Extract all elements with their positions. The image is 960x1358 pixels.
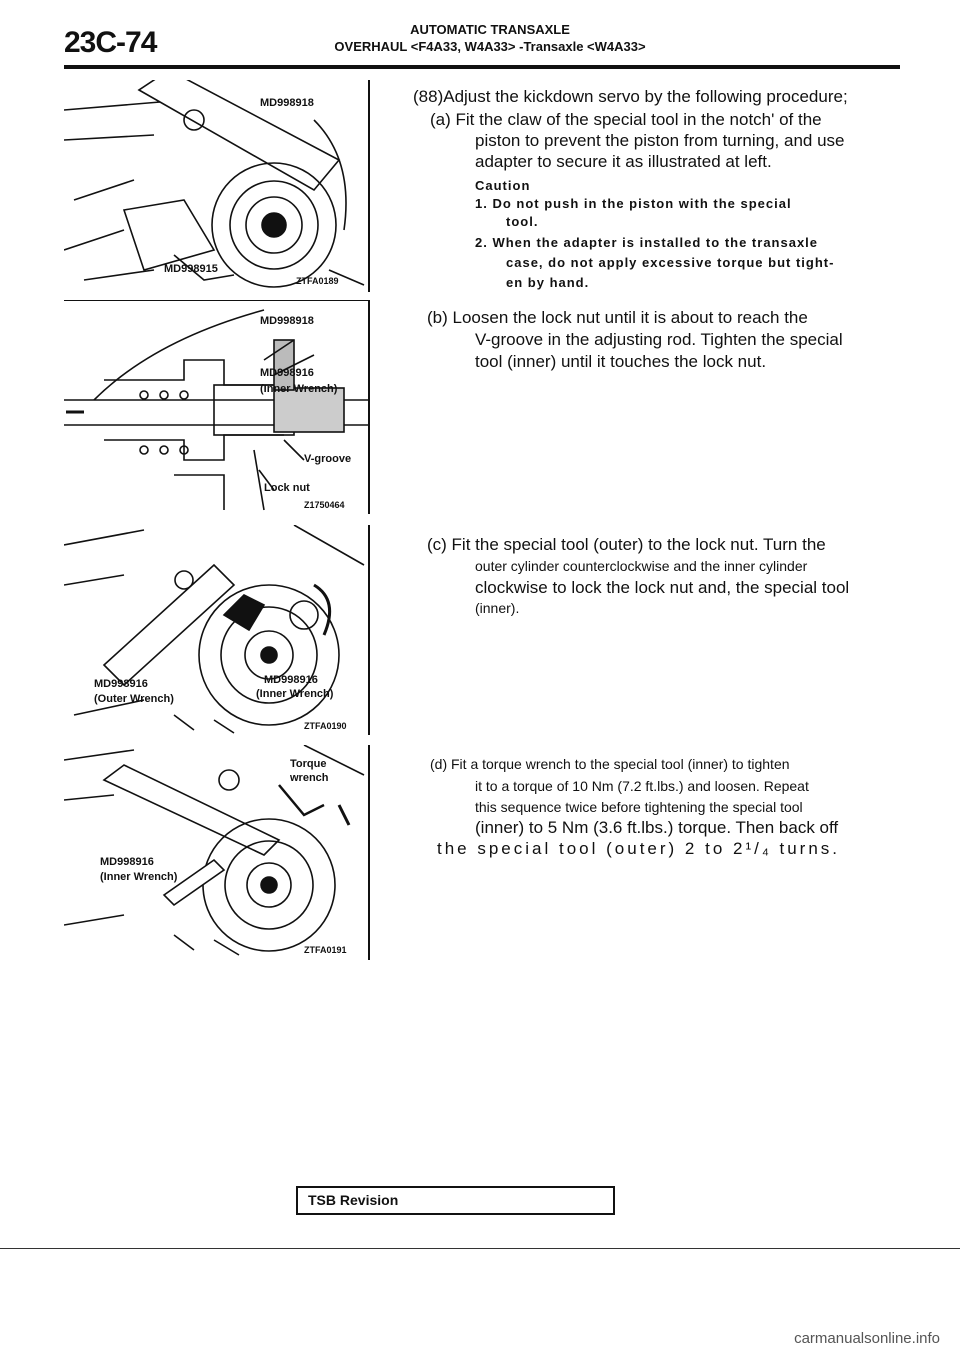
step-b-line-2: V-groove in the adjusting rod. Tighten t…	[475, 330, 843, 349]
figure-4-illustration: Torque wrench MD998916 (Inner Wrench) ZT…	[64, 745, 365, 956]
step-a-line-2: piston to prevent the piston from turnin…	[475, 131, 845, 150]
step-d-line-3: this sequence twice before tightening th…	[475, 799, 803, 815]
step-d-line-1: (d) Fit a torque wrench to the special t…	[430, 756, 790, 772]
figure-3-label-4: (Inner Wrench)	[256, 688, 334, 700]
step-c-line-2: outer cylinder counterclockwise and the …	[475, 558, 808, 574]
step-d-line-4: (inner) to 5 Nm (3.6 ft.lbs.) torque. Th…	[475, 818, 839, 837]
figure-4: Torque wrench MD998916 (Inner Wrench) ZT…	[64, 745, 370, 960]
figure-2-label-2: MD998916	[260, 367, 314, 379]
caution-line-3: 2. When the adapter is installed to the …	[475, 235, 819, 250]
figure-2-label-1: MD998918	[260, 315, 314, 327]
step-c-line-3: clockwise to lock the lock nut and, the …	[475, 578, 850, 597]
figure-1: MD998918 MD998915 ZTFA0189	[64, 80, 370, 292]
figure-1-code: ZTFA0189	[296, 276, 339, 286]
figure-2: MD998918 MD998916 (Inner Wrench) V-groov…	[64, 300, 370, 514]
figure-4-label-3: MD998916	[100, 856, 154, 868]
step-c-line-1: (c) Fit the special tool (outer) to the …	[427, 535, 826, 554]
header-rule	[64, 65, 900, 69]
figure-4-label-4: (Inner Wrench)	[100, 871, 178, 883]
caution-line-1: 1. Do not push in the piston with the sp…	[475, 196, 792, 211]
step-88-heading: (88)Adjust the kickdown servo by the fol…	[413, 87, 848, 106]
caution-line-2: tool.	[506, 214, 539, 229]
figure-3-label-2: (Outer Wrench)	[94, 693, 174, 705]
figure-1-illustration: MD998918 MD998915 ZTFA0189	[64, 80, 365, 288]
figure-4-label-1: Torque	[290, 758, 326, 770]
figure-4-code: ZTFA0191	[304, 945, 347, 955]
step-d-line-5: the special tool (outer) 2 to 2¹/₄ turns…	[437, 839, 841, 858]
section-subtitle: OVERHAUL <F4A33, W4A33> -Transaxle <W4A3…	[334, 39, 646, 54]
step-c-line-4: (inner).	[475, 600, 520, 616]
caution-line-4: case, do not apply excessive torque but …	[506, 255, 835, 270]
figure-2-label-5: Lock nut	[264, 482, 310, 494]
figure-3-illustration: MD998916 (Outer Wrench) MD998916 (Inner …	[64, 525, 365, 734]
figure-4-label-2: wrench	[289, 772, 329, 784]
figure-1-label-1: MD998918	[260, 97, 314, 109]
figure-3: MD998916 (Outer Wrench) MD998916 (Inner …	[64, 525, 370, 735]
figure-3-label-3: MD998916	[264, 674, 318, 686]
step-d-line-2: it to a torque of 10 Nm (7.2 ft.lbs.) an…	[475, 778, 809, 794]
section-title: AUTOMATIC TRANSAXLE	[410, 22, 570, 37]
tsb-revision-box: TSB Revision	[296, 1186, 615, 1215]
step-b-line-1: (b) Loosen the lock nut until it is abou…	[427, 308, 808, 327]
caution-line-5: en by hand.	[506, 275, 590, 290]
figure-1-label-2: MD998915	[164, 263, 218, 275]
figure-2-code: Z1750464	[304, 500, 345, 510]
figure-2-illustration: MD998918 MD998916 (Inner Wrench) V-groov…	[64, 300, 368, 511]
step-b-line-3: tool (inner) until it touches the lock n…	[475, 352, 767, 371]
tsb-revision-label: TSB Revision	[308, 1192, 399, 1208]
figure-2-label-3: (Inner Wrench)	[260, 383, 338, 395]
figure-3-code: ZTFA0190	[304, 721, 347, 731]
figure-3-label-1: MD998916	[94, 678, 148, 690]
caution-title: Caution	[475, 178, 531, 193]
footer-rule	[0, 1248, 960, 1249]
step-a-line-3: adapter to secure it as illustrated at l…	[475, 152, 772, 171]
watermark: carmanualsonline.info	[794, 1330, 940, 1347]
figure-2-label-4: V-groove	[304, 453, 351, 465]
step-a-line-1: (a) Fit the claw of the special tool in …	[430, 110, 822, 129]
page-number: 23C-74	[64, 26, 157, 59]
